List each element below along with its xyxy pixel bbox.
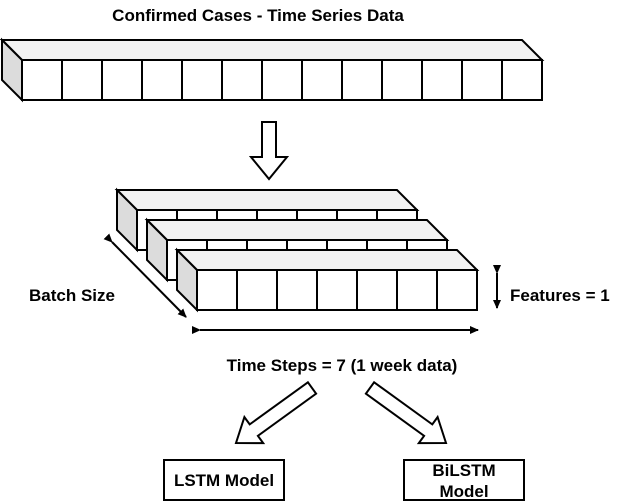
bilstm-model-box: BiLSTM Model (403, 459, 525, 501)
window-top (114, 189, 420, 211)
batch-size-arrow (103, 233, 187, 318)
bilstm-model-label-line2: Model (439, 482, 488, 501)
window-cell (396, 269, 438, 311)
time-steps-label: Time Steps = 7 (1 week data) (227, 356, 458, 375)
lstm-model-label: LSTM Model (174, 471, 274, 490)
window-cell (436, 269, 478, 311)
time-series-bar-top (0, 39, 545, 61)
time-window-3 (174, 247, 480, 313)
series-cell (501, 59, 543, 101)
series-cell (461, 59, 503, 101)
features-label: Features = 1 (510, 286, 610, 305)
series-cell (21, 59, 63, 101)
series-cell (61, 59, 103, 101)
window-top (144, 219, 450, 241)
window-cell (276, 269, 318, 311)
series-cell (341, 59, 383, 101)
window-cell (196, 269, 238, 311)
series-cell (141, 59, 183, 101)
model-arrows (234, 380, 448, 445)
window-cell (356, 269, 398, 311)
bilstm-model-label-line1: BiLSTM (432, 461, 495, 480)
batch-size-label: Batch Size (29, 286, 115, 305)
series-cell (181, 59, 223, 101)
window-top (174, 249, 480, 271)
diagram-title: Confirmed Cases - Time Series Data (112, 6, 404, 25)
down-block-arrow (248, 121, 290, 181)
series-cell (421, 59, 463, 101)
window-cell (316, 269, 358, 311)
window-stack (114, 187, 480, 313)
series-cell (301, 59, 343, 101)
window-cell (236, 269, 278, 311)
arrow-to-bilstm (364, 380, 448, 445)
series-cell (261, 59, 303, 101)
time-series-cells (21, 59, 543, 101)
series-cell (221, 59, 263, 101)
series-cell (101, 59, 143, 101)
series-cell (381, 59, 423, 101)
arrow-to-lstm (234, 380, 318, 445)
lstm-model-box: LSTM Model (163, 459, 285, 501)
time-series-bar (0, 37, 545, 103)
